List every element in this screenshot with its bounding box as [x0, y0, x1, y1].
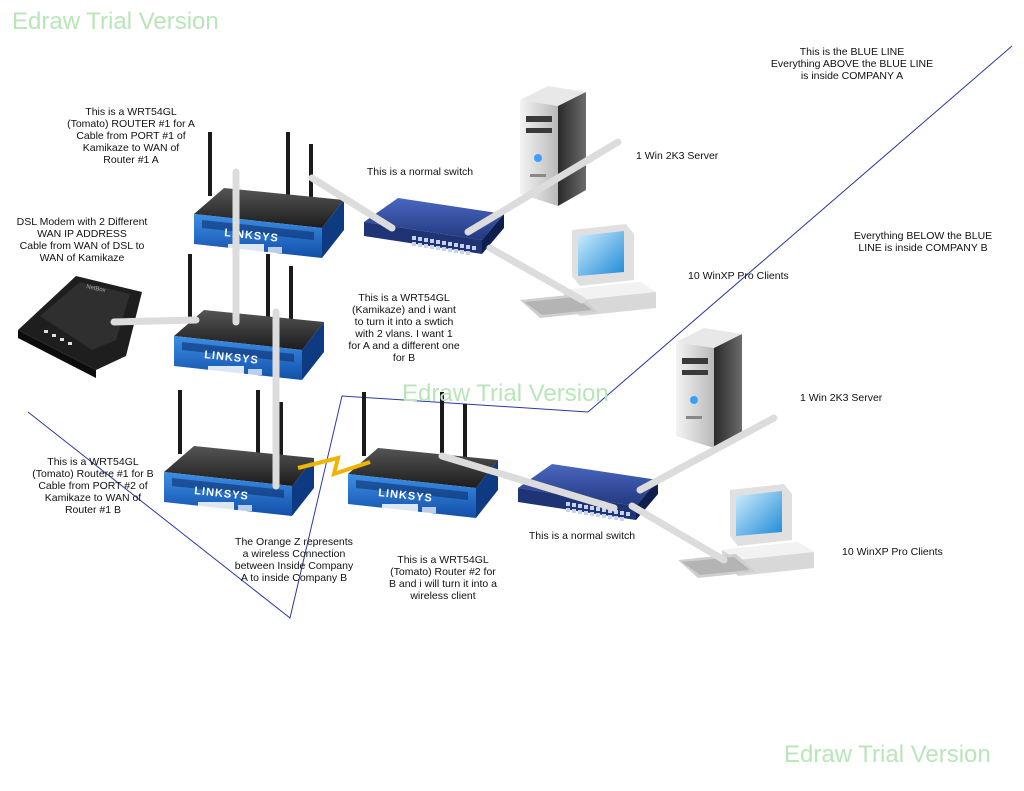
- watermark-bottom: Edraw Trial Version: [784, 741, 991, 768]
- label-clients-b: 10 WinXP Pro Clients: [842, 546, 943, 558]
- router-a: [194, 132, 344, 258]
- label-router-b2: This is a WRT54GL (Tomato) Router #2 for…: [389, 554, 497, 602]
- label-switch-a: This is a normal switch: [366, 166, 474, 178]
- label-server-a: 1 Win 2K3 Server: [636, 150, 719, 162]
- blue-dividing-line: [27, 45, 1013, 619]
- watermark-middle: Edraw Trial Version: [402, 380, 609, 407]
- label-server-b: 1 Win 2K3 Server: [800, 392, 883, 404]
- watermark-top: Edraw Trial Version: [12, 8, 219, 35]
- label-router-a: This is a WRT54GL (Tomato) ROUTER #1 for…: [67, 106, 195, 166]
- clients-b: [678, 484, 814, 578]
- router-b: [164, 390, 314, 516]
- cables: [110, 138, 778, 564]
- label-router-b: This is a WRT54GL (Tomato) Routere #1 fo…: [32, 456, 154, 516]
- label-dsl-modem: DSL Modem with 2 Different WAN IP ADDRES…: [16, 216, 148, 264]
- server-a: [520, 86, 586, 206]
- label-orange-z: The Orange Z represents a wireless Conne…: [234, 536, 354, 584]
- wireless-z: [297, 455, 371, 478]
- server-b: [676, 328, 742, 448]
- label-kamikaze: This is a WRT54GL (Kamikaze) and i want …: [348, 292, 460, 364]
- label-switch-b: This is a normal switch: [528, 530, 636, 542]
- svg-text:NetBox: NetBox: [86, 284, 107, 294]
- router-b2: [348, 392, 498, 518]
- label-clients-a: 10 WinXP Pro Clients: [688, 270, 789, 282]
- label-blue-line: This is the BLUE LINE Everything ABOVE t…: [770, 46, 934, 82]
- label-below-blue-line: Everything BELOW the BLUE LINE is inside…: [853, 230, 993, 254]
- dsl-modem: NetBox: [18, 276, 142, 378]
- clients-a: [520, 224, 656, 318]
